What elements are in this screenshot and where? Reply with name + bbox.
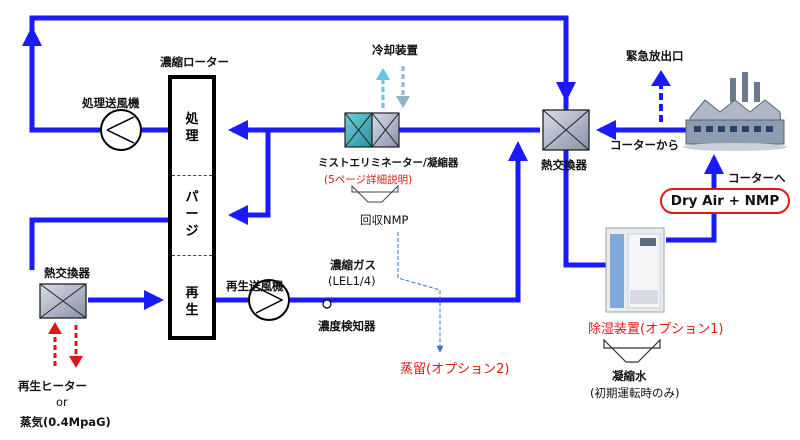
heat-exchanger-left-label: 熱交換器 xyxy=(44,266,90,280)
regen-fan-label: 再生送風機 xyxy=(226,279,284,293)
concentration-sensor-icon xyxy=(322,299,332,309)
factory-icon xyxy=(683,72,787,151)
heat-exchanger-right-label: 熱交換器 xyxy=(541,158,587,172)
heat-exchanger-right xyxy=(542,109,590,151)
heat-exchanger-left xyxy=(39,283,87,319)
duct-hx-down xyxy=(563,150,606,268)
dehumidifier-icon xyxy=(605,227,665,313)
rotor-title: 濃縮ローター xyxy=(160,55,229,69)
emergency-arrow xyxy=(651,70,671,122)
distillation-label: 蒸留(オプション2) xyxy=(400,362,510,377)
or-label: or xyxy=(56,395,68,409)
process-fan xyxy=(100,109,142,151)
cooling-arrows xyxy=(376,66,410,108)
cooling-unit-label: 冷却装置 xyxy=(372,43,418,57)
to-coater-label: コーターへ xyxy=(728,171,786,185)
concentration-detector-label: 濃度検知器 xyxy=(318,319,376,333)
duct-purge-to-hx xyxy=(29,217,168,270)
emergency-outlet-label: 緊急放出口 xyxy=(626,49,684,63)
duct-lines xyxy=(22,15,724,310)
rotor-separator xyxy=(172,255,212,256)
zone-purge: パ ー ジ xyxy=(185,190,199,239)
duct-to-coater xyxy=(666,154,724,243)
mist-condenser-label: ミストエリミネーター/凝縮器 xyxy=(318,157,459,169)
condensed-water-label: 凝縮水 xyxy=(612,369,647,383)
mist-condenser-unit xyxy=(344,112,400,148)
lel-label: (LEL1/4) xyxy=(328,274,376,288)
steam-label: 蒸気(0.4MpaG) xyxy=(20,415,111,429)
initial-operation-label: (初期運転時のみ) xyxy=(590,386,680,400)
zone-process: 処 理 xyxy=(185,112,199,144)
duct-purge-loop xyxy=(228,130,271,225)
regen-heater-label: 再生ヒーター xyxy=(18,379,87,393)
from-coater-label: コーターから xyxy=(610,138,679,152)
page-reference-label: (5ページ詳細説明) xyxy=(324,174,413,186)
dehumidifier-label: 除湿装置(オプション1) xyxy=(588,322,724,337)
zone-regen: 再 生 xyxy=(185,286,199,318)
concentration-rotor: 処 理 パ ー ジ 再 生 xyxy=(168,75,216,340)
recovered-nmp-arrow xyxy=(351,184,399,203)
regen-fan xyxy=(248,279,290,321)
duct-left-process xyxy=(29,40,100,133)
condensed-water-arrow xyxy=(603,338,661,363)
dry-air-badge: Dry Air + NMP xyxy=(660,188,790,214)
duct-regen-gas xyxy=(290,141,528,303)
heater-arrows xyxy=(48,322,83,368)
process-fan-label: 処理送風機 xyxy=(82,96,140,110)
recovered-nmp-label: 回収NMP xyxy=(360,213,409,227)
rotor-separator xyxy=(172,175,212,176)
conc-gas-label: 濃縮ガス xyxy=(330,258,376,272)
distillation-line xyxy=(397,232,444,353)
